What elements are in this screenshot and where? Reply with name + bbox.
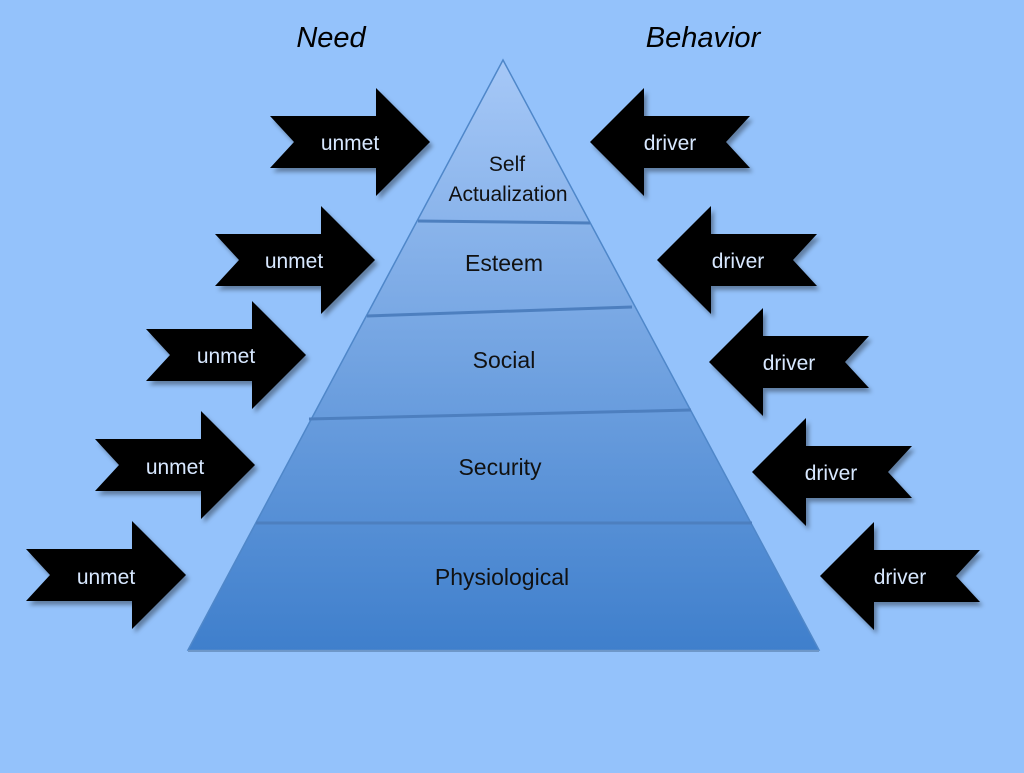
arrow-right-shape (270, 88, 430, 196)
unmet-arrow-label: unmet (146, 456, 205, 479)
driver-arrow-label: driver (763, 352, 816, 375)
level-label-social: Social (473, 347, 536, 373)
driver-arrows: driver driver driver driver driver (590, 88, 980, 630)
arrow-right-shape (146, 301, 306, 409)
arrow-left-shape (657, 206, 817, 314)
driver-arrow: driver (820, 522, 980, 630)
level-label-security: Security (458, 454, 542, 480)
unmet-arrow: unmet (146, 301, 306, 409)
pyramid-levels: Self Actualization Esteem Social Securit… (435, 153, 569, 590)
level-label-self: Self (489, 153, 525, 176)
arrow-right-shape (26, 521, 186, 629)
unmet-arrows: unmet unmet unmet unmet unmet (26, 88, 430, 629)
unmet-arrow-label: unmet (197, 345, 256, 368)
level-label-physiological: Physiological (435, 564, 569, 590)
level-label-actualization: Actualization (448, 183, 567, 206)
unmet-arrow-label: unmet (77, 566, 136, 589)
unmet-arrow: unmet (26, 521, 186, 629)
driver-arrow: driver (590, 88, 750, 196)
unmet-arrow: unmet (270, 88, 430, 196)
heading-behavior: Behavior (646, 22, 762, 54)
driver-arrow-label: driver (805, 462, 858, 485)
arrow-left-shape (820, 522, 980, 630)
arrow-right-shape (95, 411, 255, 519)
pyramid (186, 58, 821, 652)
driver-arrow: driver (709, 308, 869, 416)
level-label-esteem: Esteem (465, 250, 543, 276)
driver-arrow: driver (752, 418, 912, 526)
driver-arrow-label: driver (644, 132, 697, 155)
level-divider (366, 305, 633, 318)
heading-need: Need (296, 22, 366, 54)
unmet-arrow: unmet (215, 206, 375, 314)
arrow-right-shape (215, 206, 375, 314)
driver-arrow-label: driver (874, 566, 927, 589)
level-divider (417, 219, 591, 225)
level-divider (308, 408, 692, 421)
arrow-left-shape (590, 88, 750, 196)
driver-arrow-label: driver (712, 250, 765, 273)
driver-arrow: driver (657, 206, 817, 314)
unmet-arrow-label: unmet (265, 250, 324, 273)
unmet-arrow: unmet (95, 411, 255, 519)
unmet-arrow-label: unmet (321, 132, 380, 155)
arrow-left-shape (752, 418, 912, 526)
arrow-left-shape (709, 308, 869, 416)
